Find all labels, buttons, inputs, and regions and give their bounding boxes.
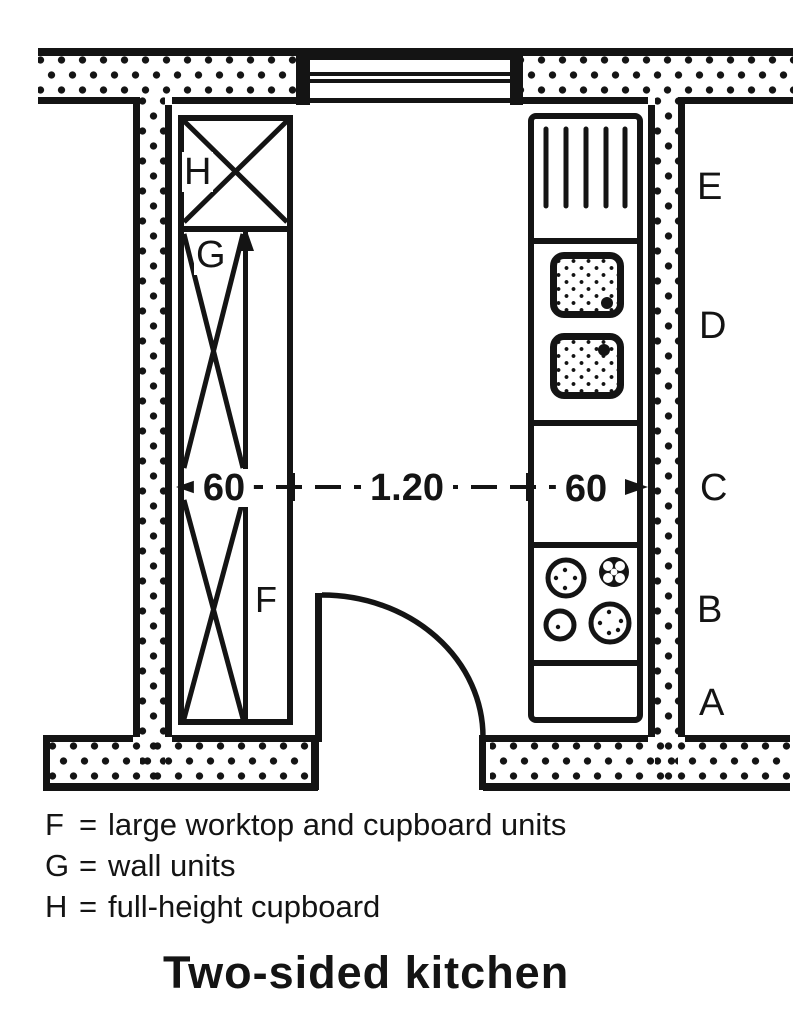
legend-equals: = <box>79 807 98 842</box>
wall-bottom-outer-line-left <box>43 783 318 791</box>
legend-desc: full-height cupboard <box>108 889 381 924</box>
divider-b-a <box>534 660 637 666</box>
divider-d-c <box>534 420 637 426</box>
legend-equals: = <box>79 848 98 883</box>
wall-left-fill <box>140 97 165 783</box>
wall-bottom-outer-line-right <box>483 783 790 791</box>
divider-c-b <box>534 542 637 548</box>
wall-top-inner-line-b <box>172 97 304 104</box>
wall-top-right-fill <box>518 56 793 97</box>
wall-bottom-inner-line-b <box>172 735 318 742</box>
unit-label-g: G <box>194 234 228 276</box>
wall-top-left-fill <box>38 56 300 97</box>
wall-bottom-inner-line-a <box>43 735 133 742</box>
unit-label-h: H <box>182 151 214 193</box>
sink-basin-1 <box>550 252 624 318</box>
door-jamb-right <box>479 735 486 790</box>
zone-label-b: B <box>697 589 723 631</box>
wall-top-inner-line-c <box>514 97 648 104</box>
dim-aisle: 1.20 <box>361 469 453 507</box>
wall-left-outer-line <box>133 97 140 737</box>
sink-basin-2 <box>550 333 624 399</box>
left-unit-run <box>178 115 293 725</box>
zone-label-e: E <box>697 166 723 208</box>
wall-bottom-left-fill <box>50 742 311 783</box>
wall-right-inner-line <box>648 105 655 737</box>
zone-label-a: A <box>699 682 725 724</box>
wall-top-inner-line-a <box>38 97 133 104</box>
legend-row-g: G = wall units <box>45 845 566 886</box>
legend-row-f: F = large worktop and cupboard units <box>45 804 566 845</box>
door-leaf <box>315 593 322 742</box>
dim-left-units: 60 <box>193 469 255 507</box>
wall-top-inner-line-d <box>685 97 793 104</box>
wall-right-outer-line <box>678 97 685 737</box>
wall-top-outer-line <box>38 48 793 56</box>
unit-label-f: F <box>253 579 279 620</box>
legend-row-h: H = full-height cupboard <box>45 886 566 927</box>
tall-cupboard-divider <box>178 226 293 232</box>
legend-desc: wall units <box>108 848 236 883</box>
figure-title: Two-sided kitchen <box>163 947 570 998</box>
wall-bottom-inner-line-c <box>483 735 648 742</box>
divider-e-d <box>534 238 637 244</box>
door-jamb-left <box>311 735 319 790</box>
legend-key: F <box>45 807 64 842</box>
dim-right-units: 60 <box>555 470 617 508</box>
wall-right-fill <box>655 97 678 783</box>
window-glazing-line-2 <box>310 79 510 83</box>
legend-key: H <box>45 889 68 924</box>
zone-label-c: C <box>700 467 728 509</box>
legend-desc: large worktop and cupboard units <box>108 807 567 842</box>
window-glazing-line-1 <box>310 72 510 76</box>
window-end-bar-right <box>510 55 523 105</box>
wall-end-cap-left <box>43 735 50 791</box>
window-end-bar-left <box>296 55 310 105</box>
wall-bottom-right-fill <box>490 742 790 783</box>
legend: F = large worktop and cupboard units G =… <box>45 804 566 927</box>
legend-key: G <box>45 848 70 883</box>
legend-equals: = <box>79 889 98 924</box>
zone-label-d: D <box>699 305 727 347</box>
wall-left-inner-line <box>165 105 172 737</box>
door-swing-arc <box>321 592 486 738</box>
right-unit-run <box>528 113 643 723</box>
wall-bottom-inner-line-d <box>685 735 790 742</box>
